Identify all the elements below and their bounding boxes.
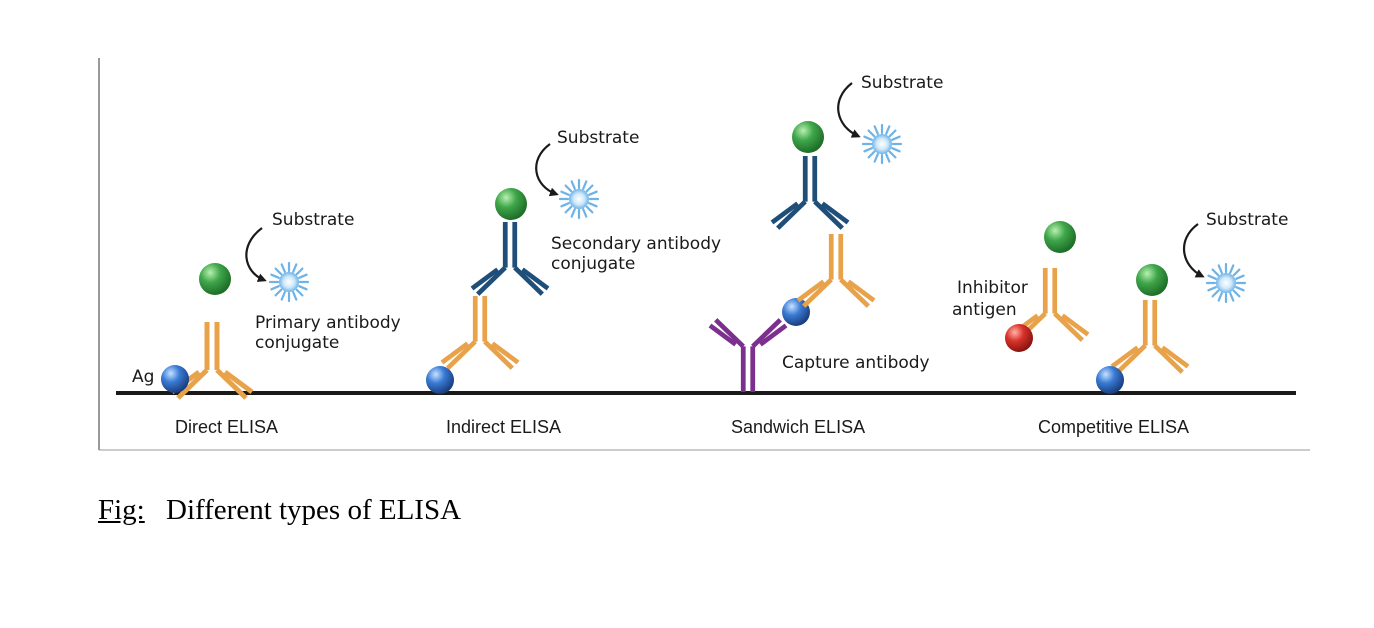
substrate-arrow: [837, 82, 861, 138]
capture-antibody-label: Capture antibody: [782, 353, 930, 373]
enzyme-icon: [495, 188, 527, 220]
substrate-icon: [861, 123, 903, 165]
substrate-icon: [268, 261, 310, 303]
substrate-label: Substrate: [861, 73, 943, 93]
inhibitor-antigen-icon: [1005, 324, 1033, 352]
substrate-arrow: [535, 143, 559, 197]
sandwich-elisa-panel: Substrate Capture antibody Sandwich ELIS…: [710, 73, 943, 437]
conjugate-label-line2: conjugate: [551, 254, 635, 274]
figure-caption: Fig: Different types of ELISA: [98, 494, 461, 527]
substrate-label: Substrate: [272, 210, 354, 230]
enzyme-icon: [792, 121, 824, 153]
direct-elisa-panel: Ag Substrate Primary antibody conjugate …: [132, 210, 401, 437]
indirect-elisa-panel: Substrate Secondary antibody conjugate I…: [426, 128, 721, 437]
antigen-icon: [1096, 366, 1124, 394]
antigen-icon: [161, 365, 189, 393]
detection-antibody: [798, 234, 874, 306]
antigen-icon: [426, 366, 454, 394]
capture-antibody: [710, 320, 786, 392]
bound-antibody: [1112, 300, 1188, 372]
substrate-label: Substrate: [557, 128, 639, 148]
substrate-label: Substrate: [1206, 210, 1288, 230]
substrate-arrow: [1182, 223, 1205, 278]
conjugate-label-line1: Secondary antibody: [551, 234, 721, 254]
caption-text: Different types of ELISA: [166, 494, 462, 526]
competitive-elisa-title: Competitive ELISA: [1038, 417, 1189, 437]
enzyme-icon: [199, 263, 231, 295]
caption-prefix: Fig:: [98, 494, 145, 526]
primary-antibody: [442, 296, 518, 368]
conjugate-label-line1: Primary antibody: [255, 313, 401, 333]
competitive-elisa-panel: Inhibitor antigen Substrate Competitive …: [952, 210, 1288, 437]
sandwich-elisa-title: Sandwich ELISA: [731, 417, 865, 437]
enzyme-icon: [1044, 221, 1076, 253]
substrate-arrow: [245, 227, 267, 282]
inhibitor-label-line2: antigen: [952, 300, 1017, 320]
ag-label: Ag: [132, 367, 154, 387]
indirect-elisa-title: Indirect ELISA: [446, 417, 561, 437]
inhibitor-label-line1: Inhibitor: [957, 278, 1028, 298]
secondary-antibody: [472, 222, 548, 294]
enzyme-icon: [1136, 264, 1168, 296]
conjugate-label-line2: conjugate: [255, 333, 339, 353]
direct-elisa-title: Direct ELISA: [175, 417, 278, 437]
substrate-icon: [1205, 262, 1247, 304]
secondary-antibody: [772, 156, 848, 228]
substrate-icon: [558, 178, 600, 220]
